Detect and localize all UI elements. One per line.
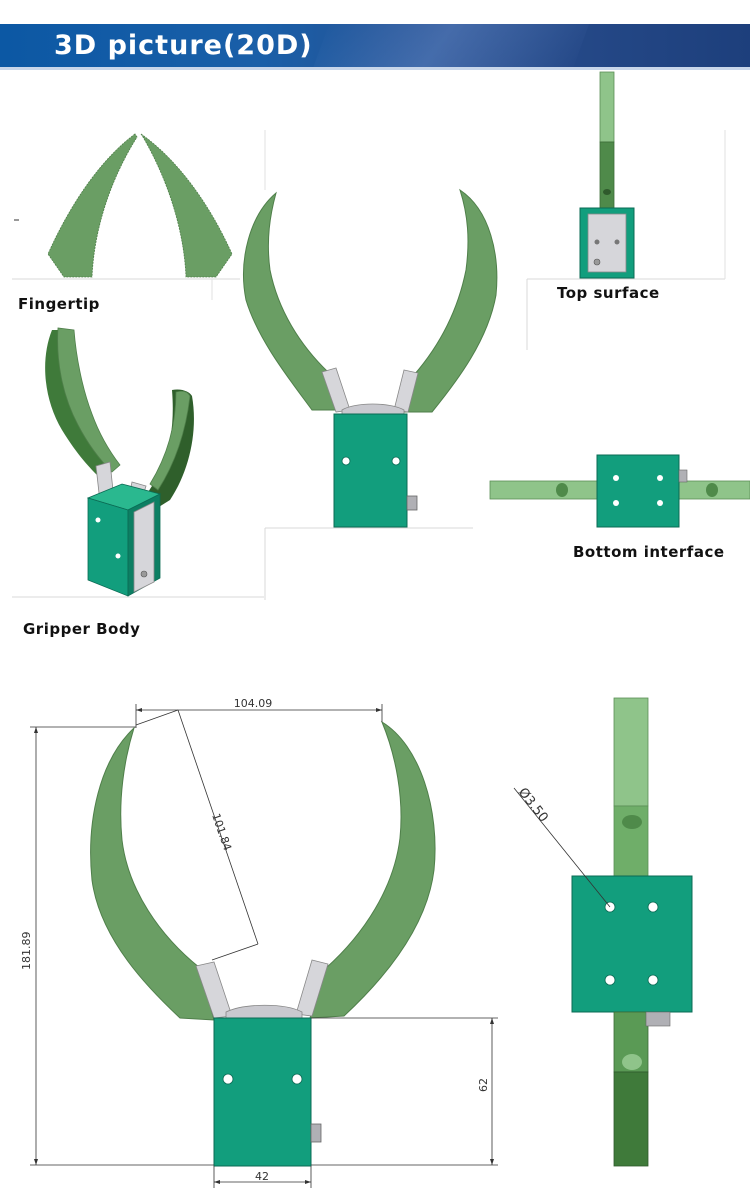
dim-finger-length: 101.84 (209, 812, 234, 853)
dim-hole-diameter: Ø3.50 (515, 785, 551, 825)
banner-underline (0, 67, 750, 70)
header-banner: 3D picture(20D) (0, 24, 750, 70)
gripper-body-3d-view (12, 279, 264, 598)
gripper-front-view (243, 130, 498, 600)
bottom-interface-caption: Bottom interface (573, 543, 725, 561)
dim-total-height: 181.89 (20, 932, 33, 971)
page-title: 3D picture(20D) (54, 30, 313, 61)
bottom-interface-view (489, 454, 750, 528)
dim-top-width: 104.09 (234, 697, 273, 710)
top-surface-caption: Top surface (557, 284, 660, 302)
fingertip-view (12, 133, 240, 280)
dim-body-height: 62 (477, 1078, 490, 1092)
top-surface-view (526, 71, 726, 350)
fingertip-caption: Fingertip (18, 295, 100, 313)
dimensioned-front-drawing: 104.09 101.84 181.89 62 42 (20, 697, 498, 1188)
gripper-body-caption: Gripper Body (23, 620, 141, 638)
dimensioned-bottom-drawing: Ø3.50 (513, 697, 693, 1167)
dim-body-width: 42 (255, 1170, 269, 1183)
